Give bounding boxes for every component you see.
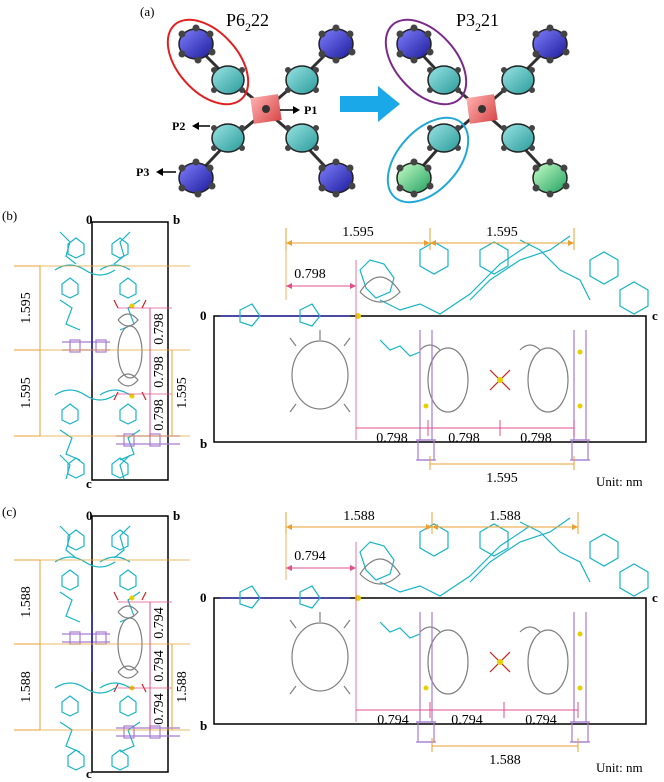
panel-c-right-axis-b: b [200,718,207,733]
panel-b-left-axis-b: b [173,212,180,227]
panel-b-upper-short: 0.798 [294,267,326,282]
panel-c-left-short-2: 0.794 [152,650,167,682]
panel-c-left-axis-b: b [173,508,180,523]
left-molecule [178,24,356,198]
panel-b-bottom-long: 1.595 [486,471,518,486]
panel-c-right-origin: 0 [200,590,207,605]
p3-label: P3 [136,165,149,179]
panel-b-left-origin: 0 [86,212,93,227]
right-molecule [396,24,570,198]
panel-c-left-long-1: 1.588 [19,586,34,618]
panel-c-left-short-3: 0.794 [152,693,167,725]
right-space-group: P3221 [456,10,499,34]
panel-b-lower-short-3: 0.798 [520,431,552,446]
panel-b-left-short-3: 0.798 [152,399,167,431]
panel-b-right-unit-cell [213,315,647,443]
panel-b-right-dimensions: 1.595 1.595 0.798 0.798 0.798 0.798 1.59… [285,225,643,489]
panel-b-left-dimensions: 1.595 1.595 0.798 0.798 0.798 1.595 [14,265,190,437]
panel-b-right-axis-b: b [200,436,207,451]
panel-b-label: (b) [2,208,17,223]
panel-c-right-packing [220,517,649,743]
transition-arrow [340,86,400,122]
panel-b: (b) 0 b c [2,208,658,491]
panel-c-top-long-2: 1.588 [489,509,521,524]
panel-b-left-axis-c: c [86,476,92,491]
panel-c-right-dimensions: 1.588 1.588 0.794 0.794 0.794 0.794 1.58… [285,509,643,775]
panel-b-left-unit-cell [91,221,169,481]
panel-c-left-axis-c: c [86,766,92,781]
panel-b-unit: Unit: nm [596,474,643,489]
panel-b-lower-short-2: 0.798 [448,431,480,446]
panel-c-label: (c) [2,504,16,519]
panel-a: (a) P6222 P3221 [136,4,570,204]
panel-b-left-short-2: 0.798 [152,356,167,388]
panel-b-left-long-3: 1.595 [175,377,190,409]
panel-c-left-dimensions: 1.588 1.588 0.794 0.794 0.794 1.588 [14,559,190,731]
purple-ellipse [384,18,468,106]
panel-c-left-packing [54,525,180,771]
panel-b-right-packing [220,235,649,461]
left-space-group: P6222 [226,10,269,34]
panel-b-right-origin: 0 [200,308,207,323]
panel-b-right-axis-c: c [652,308,658,323]
panel-b-lower-short-1: 0.798 [376,431,408,446]
panel-b-left-short-1: 0.798 [152,313,167,345]
panel-c-left-short-1: 0.794 [152,607,167,639]
panel-c: (c) 0 b c [2,504,658,781]
panel-a-label: (a) [140,4,154,19]
panel-c-left-origin: 0 [86,508,93,523]
panel-c-left-long-3: 1.588 [175,671,190,703]
panel-c-unit: Unit: nm [596,760,643,775]
panel-c-top-long-1: 1.588 [343,509,375,524]
panel-c-lower-short-3: 0.794 [525,713,557,728]
panel-b-left-long-2: 1.595 [19,377,34,409]
panel-b-top-long-2: 1.595 [486,225,518,240]
p2-label: P2 [172,119,185,133]
panel-c-right-axis-c: c [652,590,658,605]
cyan-ellipse [386,116,470,204]
panel-b-top-long-1: 1.595 [342,225,374,240]
panel-c-left-long-2: 1.588 [19,671,34,703]
panel-c-lower-short-2: 0.794 [451,713,483,728]
panel-b-left-packing [54,231,180,480]
panel-c-upper-short: 0.794 [294,549,326,564]
panel-c-lower-short-1: 0.794 [377,713,409,728]
panel-b-left-long-1: 1.595 [19,292,34,324]
p1-label: P1 [304,103,317,117]
panel-c-bottom-long: 1.588 [489,753,521,768]
red-ellipse [166,18,250,106]
panel-c-right-unit-cell [213,597,647,725]
